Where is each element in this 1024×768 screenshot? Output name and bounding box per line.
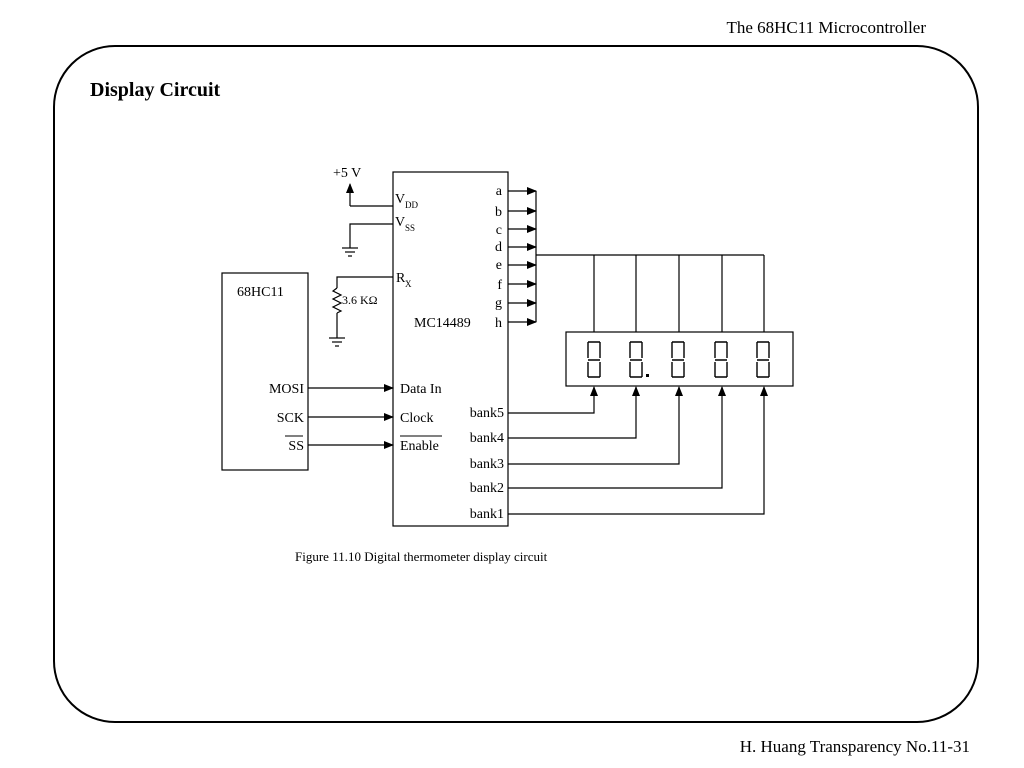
led-digit	[629, 341, 643, 378]
serial-lines	[308, 384, 394, 449]
ground-icon	[342, 247, 358, 257]
vss-subscript: SS	[405, 223, 415, 233]
resistor-label: 3.6 KΩ	[342, 293, 378, 307]
segment-label: g	[495, 296, 502, 311]
bank-label: bank5	[470, 406, 504, 421]
slide-frame	[53, 45, 979, 723]
mosi-label: MOSI	[269, 382, 304, 397]
hc11-name: 68HC11	[237, 285, 284, 300]
footer-text: H. Huang Transparency No.11-31	[739, 737, 970, 756]
rx-wire	[331, 276, 393, 338]
led-digit	[671, 341, 685, 378]
ss-label: SS	[288, 439, 304, 454]
mc14489-chip	[392, 171, 509, 527]
hc11-chip	[221, 272, 309, 471]
segment-label: b	[495, 205, 502, 220]
vdd-subscript: DD	[405, 200, 418, 210]
figure-caption: Figure 11.10 Digital thermometer display…	[295, 549, 548, 564]
segment-label: e	[496, 258, 502, 273]
bank-label: bank3	[470, 457, 504, 472]
resistor-ground-icon	[329, 337, 345, 347]
led-digit	[756, 341, 770, 378]
supply-label: +5 V	[333, 166, 361, 181]
led-digit	[714, 341, 728, 378]
decimal-point	[646, 374, 649, 377]
vss-wire	[349, 223, 393, 248]
segment-label: a	[496, 184, 503, 199]
mc14489-name: MC14489	[414, 316, 471, 331]
segment-outputs	[508, 187, 537, 326]
data-in-label: Data In	[400, 382, 442, 397]
segment-label: f	[497, 278, 502, 293]
segment-label: h	[495, 316, 502, 331]
clock-label: Clock	[400, 411, 433, 426]
vdd-label: V	[395, 192, 405, 207]
led-digit	[587, 341, 601, 378]
bank-lines	[508, 386, 768, 515]
rx-subscript: X	[405, 279, 412, 289]
segment-label: d	[495, 240, 502, 255]
sck-label: SCK	[277, 411, 304, 426]
segment-bus	[536, 254, 765, 332]
enable-label: Enable	[400, 439, 439, 454]
bank-label: bank4	[470, 431, 504, 446]
rx-label: R	[396, 271, 406, 286]
slide-title: Display Circuit	[90, 79, 221, 101]
vdd-wire	[346, 183, 393, 207]
bank-label: bank2	[470, 481, 504, 496]
bank-label: bank1	[470, 507, 504, 522]
segment-label: c	[496, 223, 502, 238]
vss-label: V	[395, 215, 405, 230]
header-title: The 68HC11 Microcontroller	[726, 18, 926, 37]
led-display-module	[565, 331, 794, 387]
